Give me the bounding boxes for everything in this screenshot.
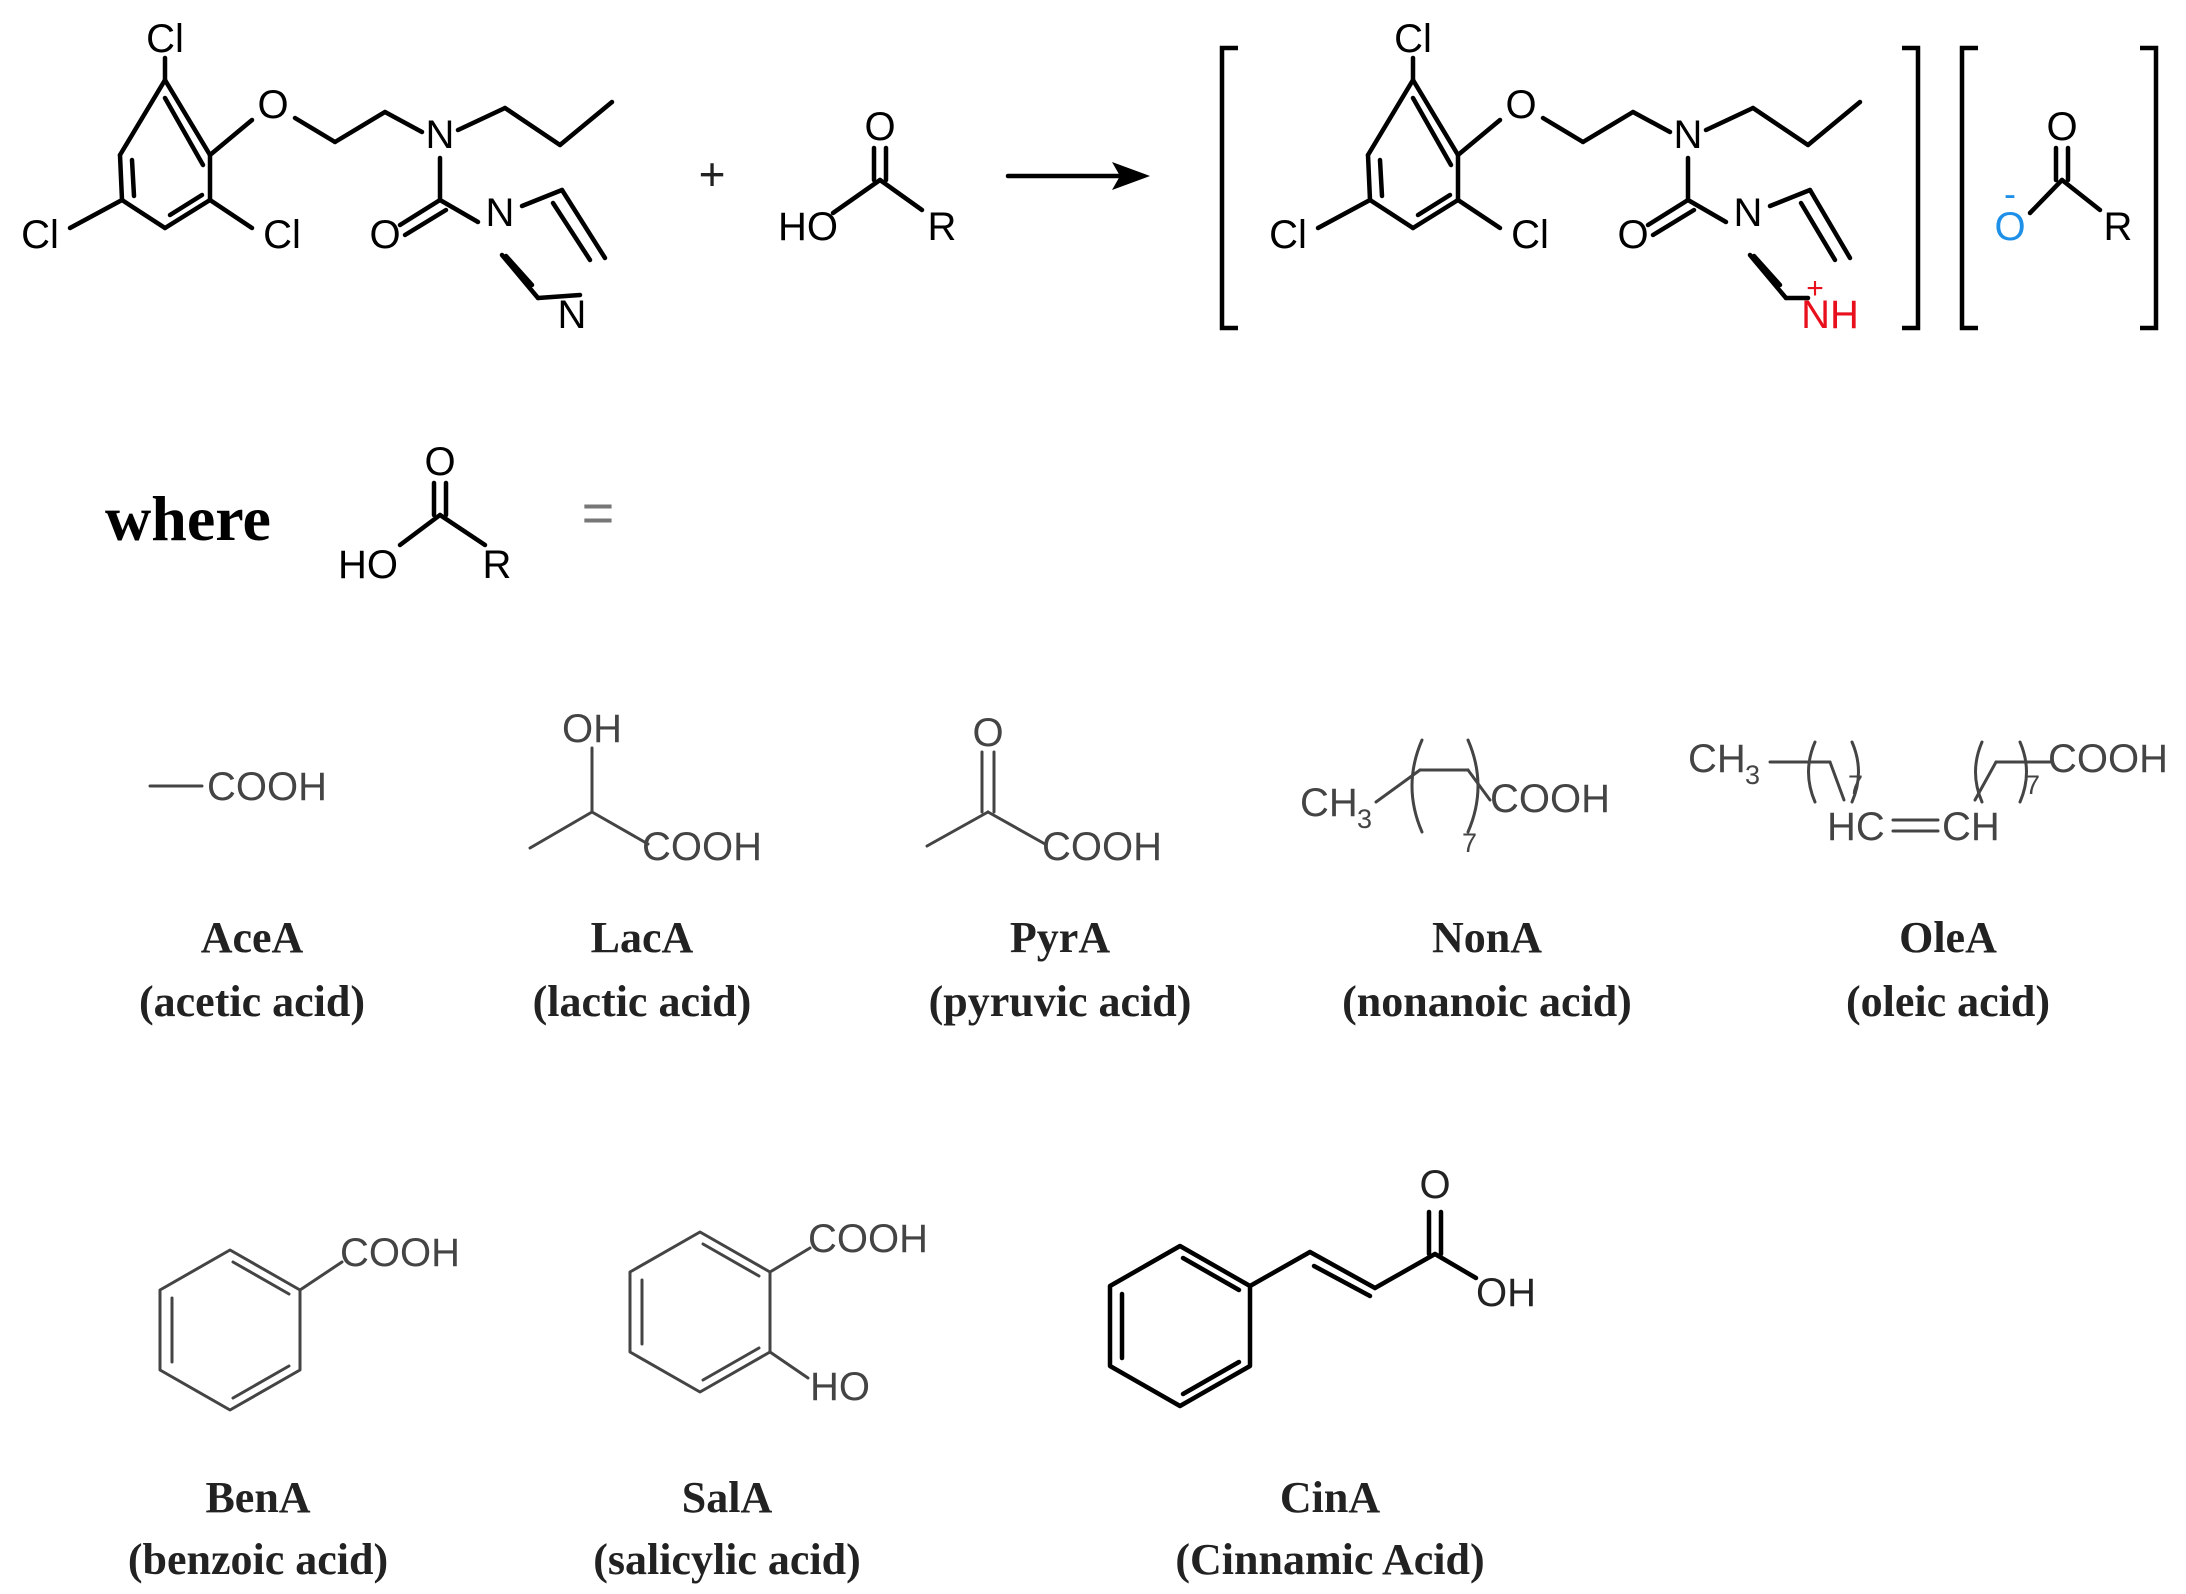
prochloraz-structure: Cl Cl Cl O N O N N xyxy=(21,17,615,337)
cinnamic-acid-structure: O OH xyxy=(1107,1163,1536,1409)
acetic-acid-structure: COOH xyxy=(148,765,327,809)
carboxylate-anion-structure: O O - R xyxy=(1994,105,2132,249)
cation-o-carbonyl: O xyxy=(1617,213,1648,257)
cation-cl-top: Cl xyxy=(1394,17,1432,61)
bena-abbr: BenA xyxy=(205,1473,310,1522)
cina-name: (Cinnamic Acid) xyxy=(1175,1535,1484,1584)
prochloraz-cation-structure: Cl Cl Cl O N O N NH + xyxy=(1269,17,1863,337)
reactant-o-carbonyl: O xyxy=(369,213,400,257)
acid-r: R xyxy=(928,205,957,249)
anion-right-bracket xyxy=(2140,45,2159,331)
pyruvic-acid-structure: O COOH xyxy=(925,711,1162,869)
where-label: where xyxy=(105,483,271,554)
nona-name: (nonanoic acid) xyxy=(1342,977,1632,1026)
reactant-n-amide: N xyxy=(426,113,455,157)
oleic-acid-structure: CH 3 7 HC CH 7 COOH xyxy=(1688,737,2168,849)
cation-o-ether: O xyxy=(1505,83,1536,127)
bena-cooh: COOH xyxy=(340,1231,460,1275)
olea-name: (oleic acid) xyxy=(1846,977,2050,1026)
cation-positive-charge: + xyxy=(1806,272,1824,305)
cation-left-bracket xyxy=(1219,45,1238,331)
anion-o-minus: O xyxy=(1994,205,2025,249)
laca-oh: OH xyxy=(562,707,622,751)
sala-cooh: COOH xyxy=(808,1217,928,1261)
olea-cooh: COOH xyxy=(2048,737,2168,781)
plus-sign: + xyxy=(699,148,726,200)
where-r: R xyxy=(483,543,512,587)
acea-cooh: COOH xyxy=(207,765,327,809)
anion-left-bracket xyxy=(1959,45,1978,331)
nona-repeat-count: 7 xyxy=(1462,828,1477,858)
olea-abbr: OleA xyxy=(1899,913,1997,962)
laca-name: (lactic acid) xyxy=(533,977,752,1026)
reactant-o-ether: O xyxy=(257,83,288,127)
where-ho: HO xyxy=(338,543,398,587)
pyra-name: (pyruvic acid) xyxy=(929,977,1192,1026)
acea-abbr: AceA xyxy=(201,913,304,962)
cation-n-ring: N xyxy=(1734,191,1763,235)
where-acid-structure: O HO R xyxy=(338,440,511,587)
olea-ch-2: CH xyxy=(1942,805,2000,849)
olea-repeat-count-1: 7 xyxy=(1848,770,1863,800)
cation-right-bracket xyxy=(1902,45,1921,331)
nona-ch: CH xyxy=(1300,781,1358,825)
reactant-n-ring: N xyxy=(486,191,515,235)
laca-cooh: COOH xyxy=(642,825,762,869)
cina-o: O xyxy=(1419,1163,1450,1207)
salicylic-acid-structure: COOH HO xyxy=(628,1217,928,1409)
nona-ch3-subscript: 3 xyxy=(1357,804,1372,834)
anion-negative-charge: - xyxy=(2004,173,2016,214)
pyra-cooh: COOH xyxy=(1042,825,1162,869)
acea-name: (acetic acid) xyxy=(139,977,365,1026)
nonanoic-acid-structure: CH 3 7 COOH xyxy=(1300,738,1610,858)
anion-o-top: O xyxy=(2046,105,2077,149)
acid-ho: HO xyxy=(778,205,838,249)
anion-r: R xyxy=(2104,205,2133,249)
cation-cl-right: Cl xyxy=(1511,213,1549,257)
sala-name: (salicylic acid) xyxy=(593,1535,861,1584)
reactant-cl-top: Cl xyxy=(146,17,184,61)
cina-oh: OH xyxy=(1476,1271,1536,1315)
reaction-arrow xyxy=(1005,162,1150,190)
pyra-abbr: PyrA xyxy=(1010,913,1110,962)
olea-hc: HC xyxy=(1827,805,1885,849)
sala-ho: HO xyxy=(810,1365,870,1409)
reactant-cl-right: Cl xyxy=(263,213,301,257)
olea-ch: CH xyxy=(1688,737,1746,781)
equals-sign: = xyxy=(582,481,615,544)
reactant-cl-left: Cl xyxy=(21,213,59,257)
laca-abbr: LacA xyxy=(591,913,694,962)
cation-n-amide: N xyxy=(1674,113,1703,157)
benzoic-acid-structure: COOH xyxy=(158,1231,460,1412)
sala-abbr: SalA xyxy=(682,1473,773,1522)
pyra-o: O xyxy=(972,711,1003,755)
olea-ch3-subscript: 3 xyxy=(1745,760,1760,790)
carboxylic-acid-structure: O HO R xyxy=(778,105,956,249)
bena-name: (benzoic acid) xyxy=(128,1535,388,1584)
nona-abbr: NonA xyxy=(1432,913,1542,962)
cation-nh: NH xyxy=(1801,293,1859,337)
cation-cl-left: Cl xyxy=(1269,213,1307,257)
reactant-bonds xyxy=(67,55,615,301)
acid-o-top: O xyxy=(864,105,895,149)
reactant-n-ring-2: N xyxy=(558,293,587,337)
where-o-top: O xyxy=(424,440,455,484)
nona-cooh: COOH xyxy=(1490,777,1610,821)
cina-abbr: CinA xyxy=(1280,1473,1380,1522)
lactic-acid-structure: OH COOH xyxy=(528,707,762,869)
cation-bonds xyxy=(1315,55,1863,301)
olea-repeat-count-2: 7 xyxy=(2025,770,2040,800)
